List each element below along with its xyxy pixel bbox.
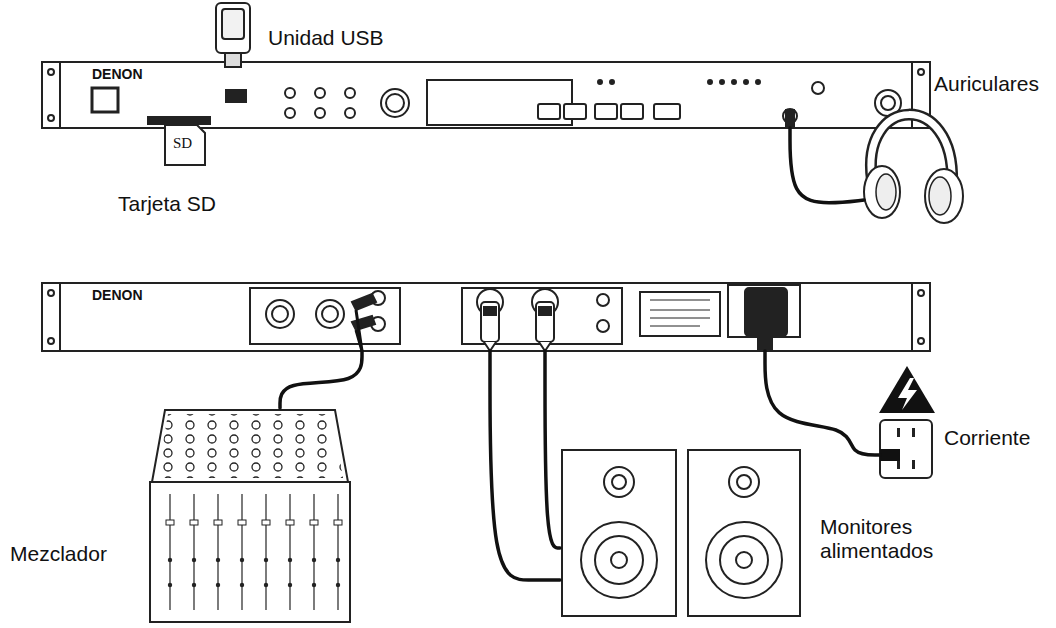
cable [790,128,864,203]
usb-drive: Unidad USB [215,2,251,68]
part-label: Mezclador [10,542,107,566]
usb-drive-art [216,3,250,67]
cable [765,351,880,455]
part-label: Monitores alimentados [820,515,960,563]
powered-monitors: Monitores alimentados [560,448,802,618]
power-outlet: Corriente [880,420,932,478]
part-label: Auriculares [934,72,1039,96]
cable [545,351,560,548]
part-label: Tarjeta SD [118,192,216,216]
brand-logo: DENON [92,66,143,82]
cable [490,351,560,580]
mixer: Mezclador [150,408,350,623]
front-panel-art [42,62,930,128]
rear-panel-art [42,283,930,351]
part-label: Unidad USB [268,26,384,50]
cable [280,351,362,408]
mixer-art [150,410,350,622]
sd-card-art [165,125,205,165]
rear-panel: DENON [42,283,930,351]
card-marking: SD [173,135,192,152]
brand-logo: DENON [92,287,143,303]
monitors-art [562,450,800,616]
headphones: Auriculares [864,100,964,225]
part-label: Corriente [944,426,1030,450]
front-panel: DENON [42,62,930,128]
outlet-art [879,366,935,478]
headphones-art [864,115,963,223]
sd-card: SDTarjeta SD [165,125,205,165]
